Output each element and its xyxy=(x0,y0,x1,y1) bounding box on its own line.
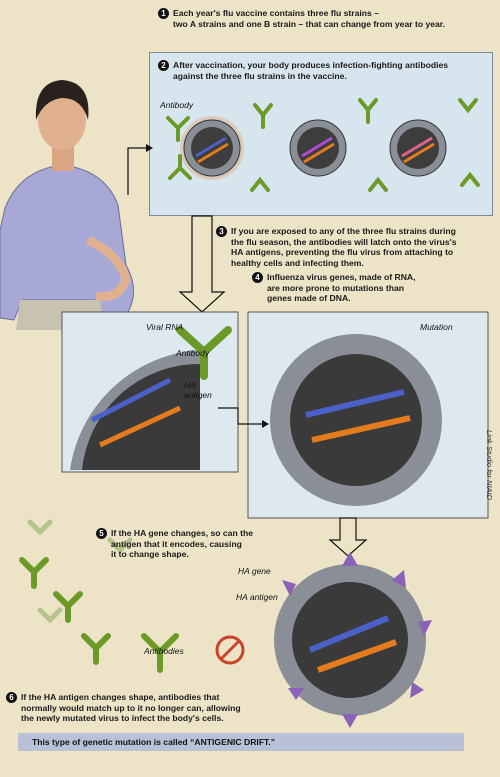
label-ha-gene: HA gene xyxy=(238,566,271,576)
panel2-viruses xyxy=(166,98,480,192)
blocked-icon xyxy=(215,635,245,665)
label-viral-rna: Viral RNA xyxy=(146,322,184,332)
label-mutation: Mutation xyxy=(420,322,453,332)
image-credit: Link Studio for NIAID xyxy=(485,430,494,501)
label-antibodies: Antibodies xyxy=(144,646,184,656)
label-antibody-mid: Antibody xyxy=(176,348,210,358)
woman-figure xyxy=(0,80,134,330)
zoom-virus-right xyxy=(270,334,442,506)
label-antibody-top: Antibody xyxy=(160,100,194,110)
mutated-virus xyxy=(274,552,432,728)
free-antibodies xyxy=(19,557,179,673)
zoom-virus-left xyxy=(70,326,232,470)
footer-note: This type of genetic mutation is called … xyxy=(18,733,464,751)
label-ha-antigen-bottom: HA antigen xyxy=(236,592,278,602)
